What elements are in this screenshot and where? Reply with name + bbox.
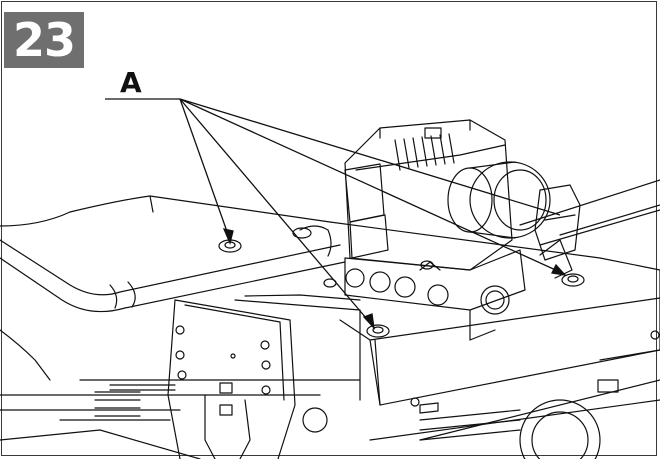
arrowhead <box>551 263 567 276</box>
callout-label-a: A <box>120 66 142 99</box>
motor-junction-box <box>344 119 581 341</box>
motor-housing <box>234 294 660 459</box>
frame-tube <box>0 195 346 381</box>
callout-leaders <box>105 98 567 331</box>
arrowhead <box>222 228 234 246</box>
step-number-badge: 23 <box>4 12 84 68</box>
conveyor-belt <box>0 379 521 459</box>
arrowhead <box>362 313 375 331</box>
mounting-plate <box>167 299 296 459</box>
